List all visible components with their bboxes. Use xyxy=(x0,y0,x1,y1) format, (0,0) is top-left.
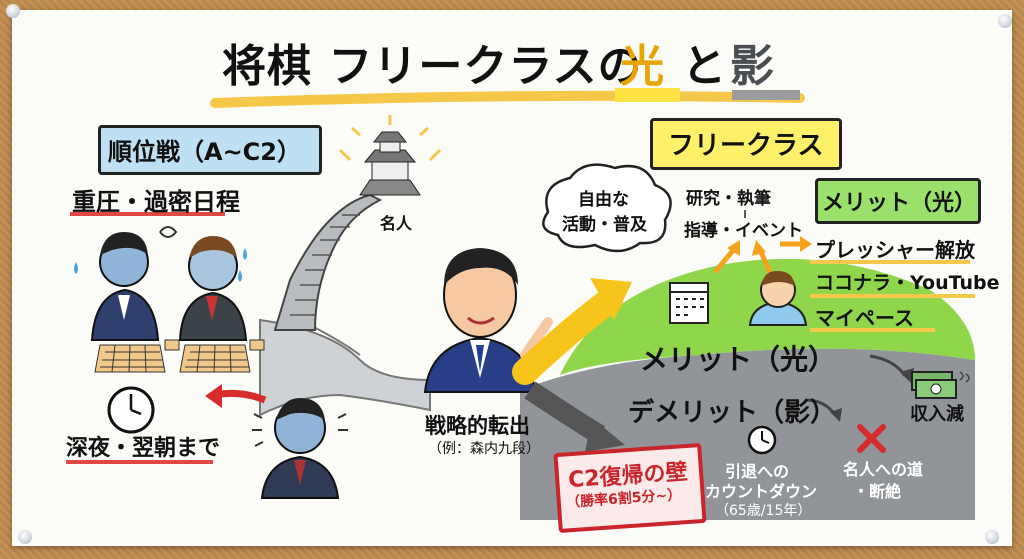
activity-1: 研究・執筆 xyxy=(686,189,771,209)
title-kage: 影 xyxy=(730,41,775,92)
merit-header: メリット（光） xyxy=(822,191,977,216)
red-arrow xyxy=(214,389,267,404)
castle-icon xyxy=(338,115,442,196)
sweat-icon xyxy=(74,248,247,282)
page-title: 将棋 フリークラスの xyxy=(222,41,643,92)
meijin-road-line-1: 名人への道 xyxy=(843,460,924,479)
hill-merit-label: メリット（光） xyxy=(640,343,837,376)
clock-icon xyxy=(107,386,155,434)
free-class-header-box xyxy=(650,118,842,170)
road xyxy=(259,318,431,417)
calendar-icon xyxy=(669,282,709,324)
countdown-line-1: 引退への xyxy=(725,462,790,481)
worried-player-icon xyxy=(252,398,348,499)
pin-icon xyxy=(18,530,32,544)
late-night-label: 深夜・翌朝まで xyxy=(66,436,221,461)
strategy-label: 戦略的転出 xyxy=(425,414,530,438)
orange-arrow xyxy=(713,246,737,274)
title-underline xyxy=(210,90,805,108)
countdown-line-2: カウントダウン xyxy=(705,482,818,501)
meijin-label: 名人 xyxy=(380,214,413,233)
countdown-clock-icon xyxy=(747,425,777,455)
pressure-label: 重圧・過密日程 xyxy=(72,188,240,216)
pin-icon xyxy=(6,4,20,18)
merit-item-3: マイペース xyxy=(815,306,914,330)
pin-icon xyxy=(985,530,999,544)
stress-scribble-icon xyxy=(159,226,178,238)
example-label: （例：森内九段） xyxy=(428,441,540,457)
merit-item-2: ココナラ・YouTube xyxy=(815,272,1000,294)
countdown-line-3: （65歳/15年） xyxy=(715,503,812,519)
meijin-road-line-2: ・断絶 xyxy=(853,482,902,501)
thought-bubble xyxy=(542,163,672,253)
demerit-label: デメリット（影） xyxy=(628,398,837,428)
student-avatar-icon xyxy=(748,270,808,326)
income-label: 収入減 xyxy=(910,404,964,425)
merit-header-box xyxy=(815,178,981,224)
tired-player-icon xyxy=(178,236,248,341)
money-icon xyxy=(911,371,970,399)
bubble-line-1: 自由な xyxy=(578,190,629,210)
title-to: と xyxy=(682,41,727,92)
shogi-board-icon xyxy=(94,339,265,373)
activity-2: 指導・イベント xyxy=(684,221,803,241)
merit-item-1: プレッシャー解放 xyxy=(815,238,975,262)
yellow-arrow xyxy=(512,287,623,385)
pin-icon xyxy=(998,14,1012,28)
orange-arrow xyxy=(757,248,773,274)
staircase xyxy=(273,193,383,331)
junisen-header: 順位戦（A~C2） xyxy=(108,138,301,166)
free-class-header: フリークラス xyxy=(668,131,824,161)
cross-icon xyxy=(857,424,886,453)
title-hikari: 光 xyxy=(620,41,665,92)
junisen-header-box xyxy=(98,125,322,175)
moriuchi-caricature-icon xyxy=(423,248,553,393)
bubble-line-2: 活動・普及 xyxy=(562,215,647,235)
stressed-player-icon xyxy=(90,232,160,341)
